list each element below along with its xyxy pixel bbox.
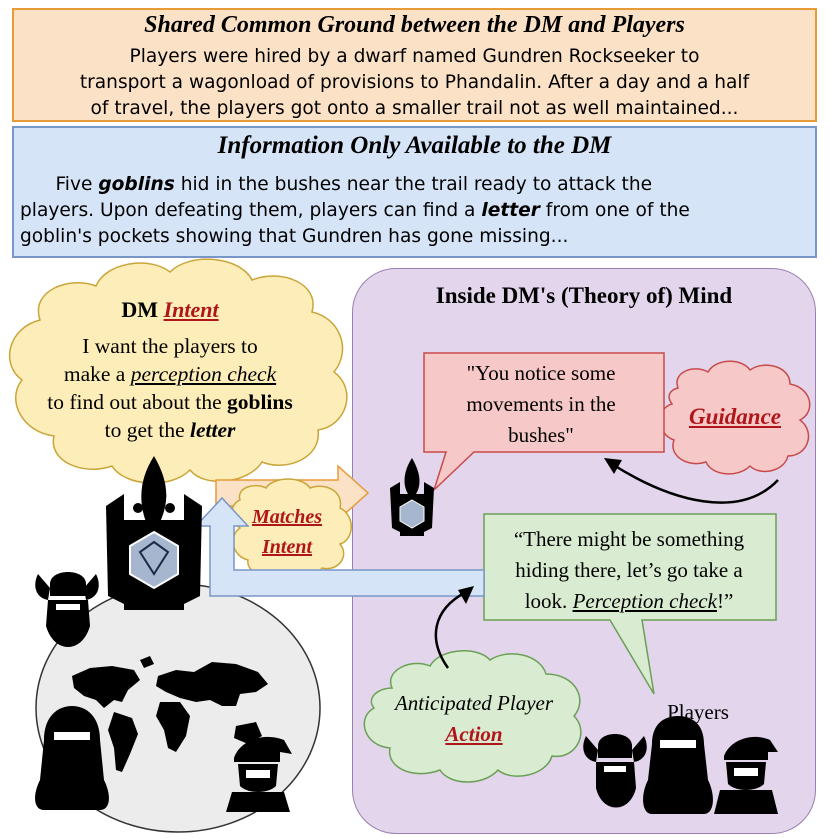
arrowhead-guidance [604, 458, 622, 474]
guidance-line-3: bushes" [508, 423, 574, 447]
anticipated-line-1: Anticipated Player [394, 691, 554, 715]
intent-line-1: I want the players to [82, 334, 258, 358]
viking-player-icon [35, 572, 99, 647]
dm-large-icon [106, 456, 202, 610]
player-quote-line-2: hiding there, let’s go take a [515, 558, 743, 582]
dm-only-info-box: Information Only Available to the DM Fiv… [12, 126, 817, 258]
guidance-line-2: movements in the [466, 392, 616, 416]
matches-line-2: Intent [261, 536, 313, 558]
letter-keyword: letter [481, 200, 540, 221]
dm-small-icon [390, 458, 434, 536]
hooded-player-icon [35, 706, 109, 810]
dm-info-line-2: players. Upon defeating them, players ca… [20, 200, 690, 221]
player-speech-bubble [483, 513, 777, 695]
curved-arrows [434, 462, 779, 669]
intent-line-2: make a perception check [63, 362, 277, 386]
letter-bold: letter [190, 418, 236, 442]
dm-only-info-title: Information Only Available to the DM [217, 132, 612, 159]
arrowhead-player [458, 586, 474, 604]
common-line-3: of travel, the players got onto a smalle… [90, 98, 739, 119]
intent-keyword: Intent [163, 297, 219, 322]
blue-return-arrow [194, 496, 485, 597]
wizard-player-icon [226, 736, 292, 812]
goblins-keyword: goblins [98, 174, 175, 195]
player-quote-line-1: “There might be something [513, 527, 745, 551]
guidance-line-1: "You notice some [466, 361, 616, 385]
dm-intent-title: DM Intent [121, 297, 219, 322]
common-line-1: Players were hired by a dwarf named Gund… [129, 46, 700, 67]
matches-line-1: Matches [252, 506, 322, 528]
goblins-bold: goblins [227, 390, 293, 414]
perception-check-quote: Perception check [572, 589, 717, 613]
perception-check-keyword: perception check [130, 362, 277, 386]
intent-line-4: to get the letter [104, 418, 236, 442]
player-quote: “There might be something hiding there, … [484, 524, 774, 617]
dm-info-line-3: goblin's pockets showing that Gundren ha… [20, 226, 569, 247]
players-group-icon [583, 716, 778, 814]
common-ground-box: Shared Common Ground between the DM and … [12, 8, 817, 122]
dm-intent-text: I want the players to make a perception … [10, 332, 330, 444]
dm-intent-cloud [8, 258, 348, 484]
intent-line-3: to find out about the goblins [47, 390, 293, 414]
dm-mind-title: Inside DM's (Theory of) Mind [435, 283, 733, 308]
guidance-speech-bubble [423, 352, 665, 491]
common-ground-text: Players were hired by a dwarf named Gund… [20, 44, 809, 122]
players-label: Players [667, 700, 729, 724]
anticipated-action-label: Anticipated Player Action [366, 688, 582, 750]
guidance-label: Guidance [689, 404, 781, 429]
player-quote-line-3: look. Perception check!” [524, 589, 734, 613]
common-ground-title: Shared Common Ground between the DM and … [144, 12, 685, 38]
dm-info-line-1: Five goblins hid in the bushes near the … [55, 174, 653, 195]
matches-intent-label: Matches Intent [226, 502, 348, 562]
dm-only-info-text: Five goblins hid in the bushes near the … [20, 172, 809, 250]
common-line-2: transport a wagonload of provisions to P… [79, 72, 750, 93]
world-map-icon [72, 656, 268, 772]
anticipated-action-cloud [363, 650, 582, 783]
guidance-quote: "You notice some movements in the bushes… [422, 358, 660, 451]
action-keyword: Action [445, 722, 503, 746]
